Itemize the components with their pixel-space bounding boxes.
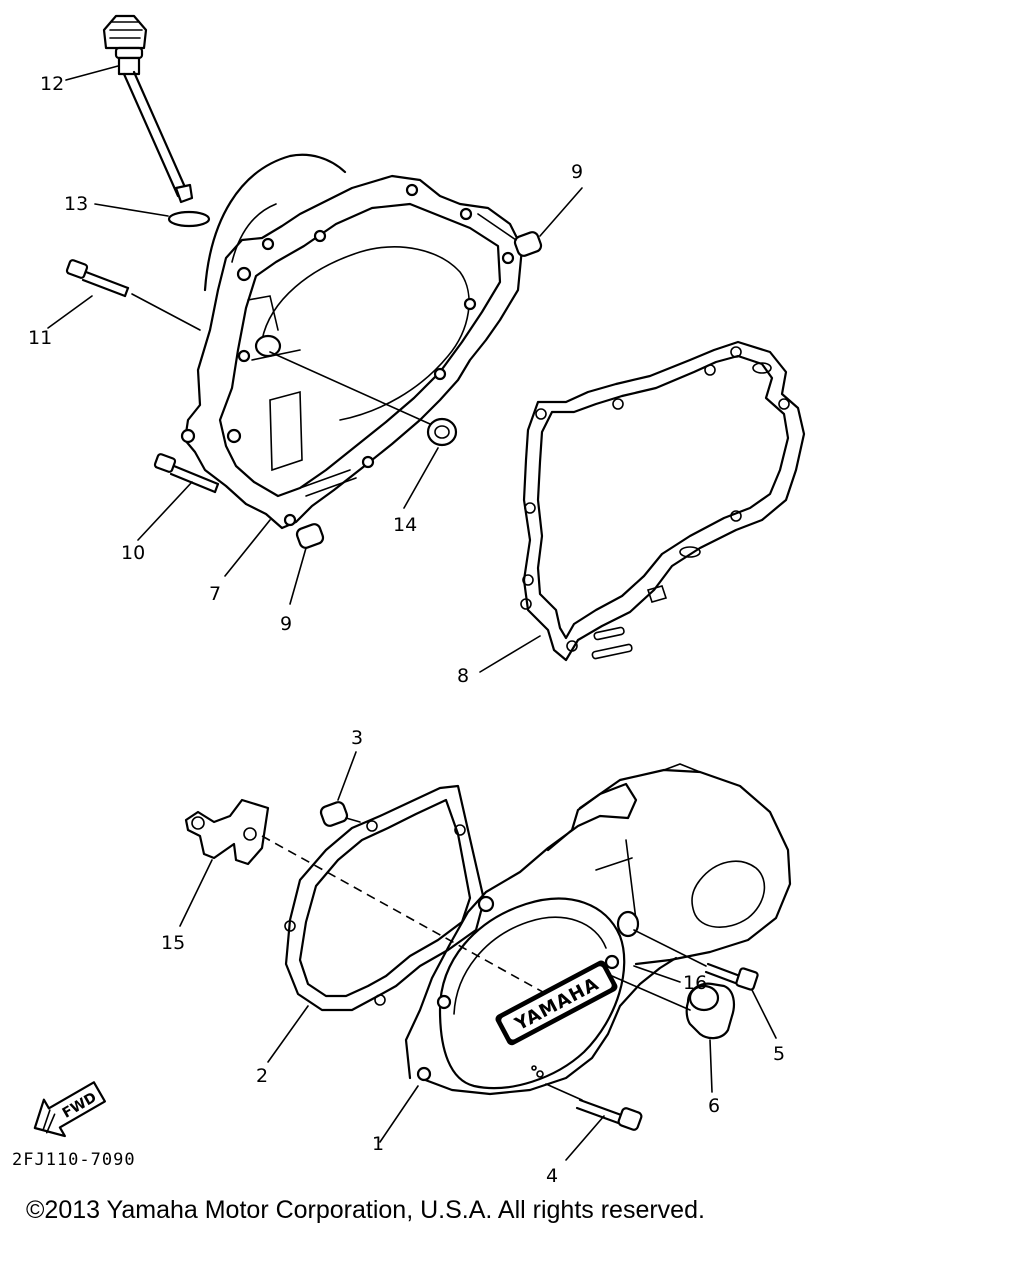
install-line-3 [345, 817, 361, 823]
drawing-code: 2FJ110-7090 [12, 1150, 136, 1170]
callout-5: 5 [773, 1043, 785, 1065]
leader-16 [633, 965, 681, 983]
callout-8: 8 [457, 665, 469, 687]
callout-4: 4 [546, 1165, 558, 1187]
leader-8 [479, 635, 541, 673]
leader-12 [65, 65, 119, 81]
install-line-4 [545, 1083, 583, 1101]
callout-9-upper: 9 [571, 161, 583, 183]
callout-13: 13 [64, 193, 88, 215]
callout-1: 1 [372, 1133, 384, 1155]
part-12-dipstick [102, 14, 194, 204]
callout-15: 15 [161, 932, 185, 954]
leader-13 [94, 203, 169, 217]
part-14-oil-seal [426, 417, 458, 447]
copyright-notice: ©2013 Yamaha Motor Corporation, U.S.A. A… [26, 1196, 705, 1224]
part-7-crankcase-cover [180, 153, 524, 530]
callout-3: 3 [351, 727, 363, 749]
leader-5 [751, 989, 777, 1039]
leader-6 [709, 1039, 713, 1093]
part-4-bolt [575, 1098, 643, 1131]
leader-9a [539, 187, 583, 237]
leader-4 [565, 1115, 605, 1161]
callout-12: 12 [40, 73, 64, 95]
leader-15 [179, 859, 213, 927]
install-line-9a [477, 213, 517, 241]
install-line-11 [131, 293, 201, 331]
leader-7 [224, 519, 271, 577]
part-3-dowel-pin [319, 801, 349, 827]
callout-11: 11 [28, 327, 52, 349]
leader-1 [379, 1085, 419, 1143]
part-6-plug [685, 982, 735, 1040]
part-11-bolt [65, 259, 130, 298]
part-1-crankcase-cover: YAMAHA [404, 763, 792, 1096]
callout-10: 10 [121, 542, 145, 564]
leader-9b [289, 547, 307, 605]
part-8-gasket [520, 340, 806, 662]
callout-14: 14 [393, 514, 417, 536]
leader-11 [47, 295, 93, 329]
part-2-gasket [284, 784, 486, 1012]
leader-2 [267, 1005, 309, 1063]
part-5-bolt [704, 962, 759, 991]
install-line-5 [633, 929, 707, 967]
fwd-arrow-icon: FWD [33, 1081, 107, 1138]
part-9-dowel-pin-upper [513, 231, 543, 257]
callout-6: 6 [708, 1095, 720, 1117]
install-line-6 [611, 975, 691, 1011]
leader-10 [137, 481, 193, 541]
callout-9-lower: 9 [280, 613, 292, 635]
callout-2: 2 [256, 1065, 268, 1087]
part-15-bracket [184, 798, 270, 866]
part-9-dowel-pin-lower [295, 523, 325, 549]
part-13-o-ring [167, 210, 211, 228]
part-10-bolt [153, 453, 220, 494]
install-line-14 [269, 351, 431, 425]
install-line-15 [261, 835, 569, 1007]
leader-14 [403, 447, 439, 509]
leader-3 [337, 751, 357, 801]
callout-16: 16 [683, 972, 707, 994]
callout-7: 7 [209, 583, 221, 605]
